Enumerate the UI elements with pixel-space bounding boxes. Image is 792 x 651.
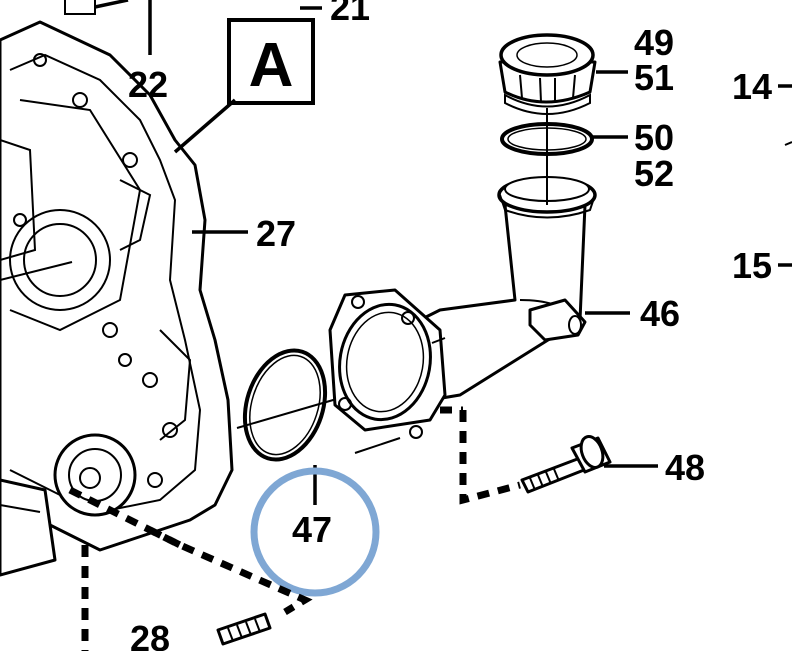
label-48: 48 <box>665 447 705 488</box>
assembly-line-48 <box>459 410 521 505</box>
callout-a-text: A <box>249 31 294 100</box>
oil-filler-tube <box>328 176 597 439</box>
filler-cap <box>498 33 597 115</box>
label-51: 51 <box>634 57 674 98</box>
highlight-circle-47 <box>250 467 380 597</box>
bolt-48 <box>520 435 612 494</box>
label-21: 21 <box>330 0 370 28</box>
label-14: 14 <box>732 66 772 107</box>
label-28: 28 <box>130 618 170 651</box>
label-50: 50 <box>634 117 674 158</box>
timing-cover-housing <box>0 0 234 577</box>
o-ring-47 <box>242 348 328 462</box>
callout-a: A <box>173 18 315 154</box>
assembly-line-28 <box>68 486 313 616</box>
label-47: 47 <box>292 509 332 550</box>
label-22: 22 <box>128 64 168 105</box>
label-27: 27 <box>256 213 296 254</box>
label-52: 52 <box>634 153 674 194</box>
label-46: 46 <box>640 293 680 334</box>
label-15: 15 <box>732 245 772 286</box>
stud-28 <box>216 612 272 646</box>
label-49: 49 <box>634 22 674 63</box>
